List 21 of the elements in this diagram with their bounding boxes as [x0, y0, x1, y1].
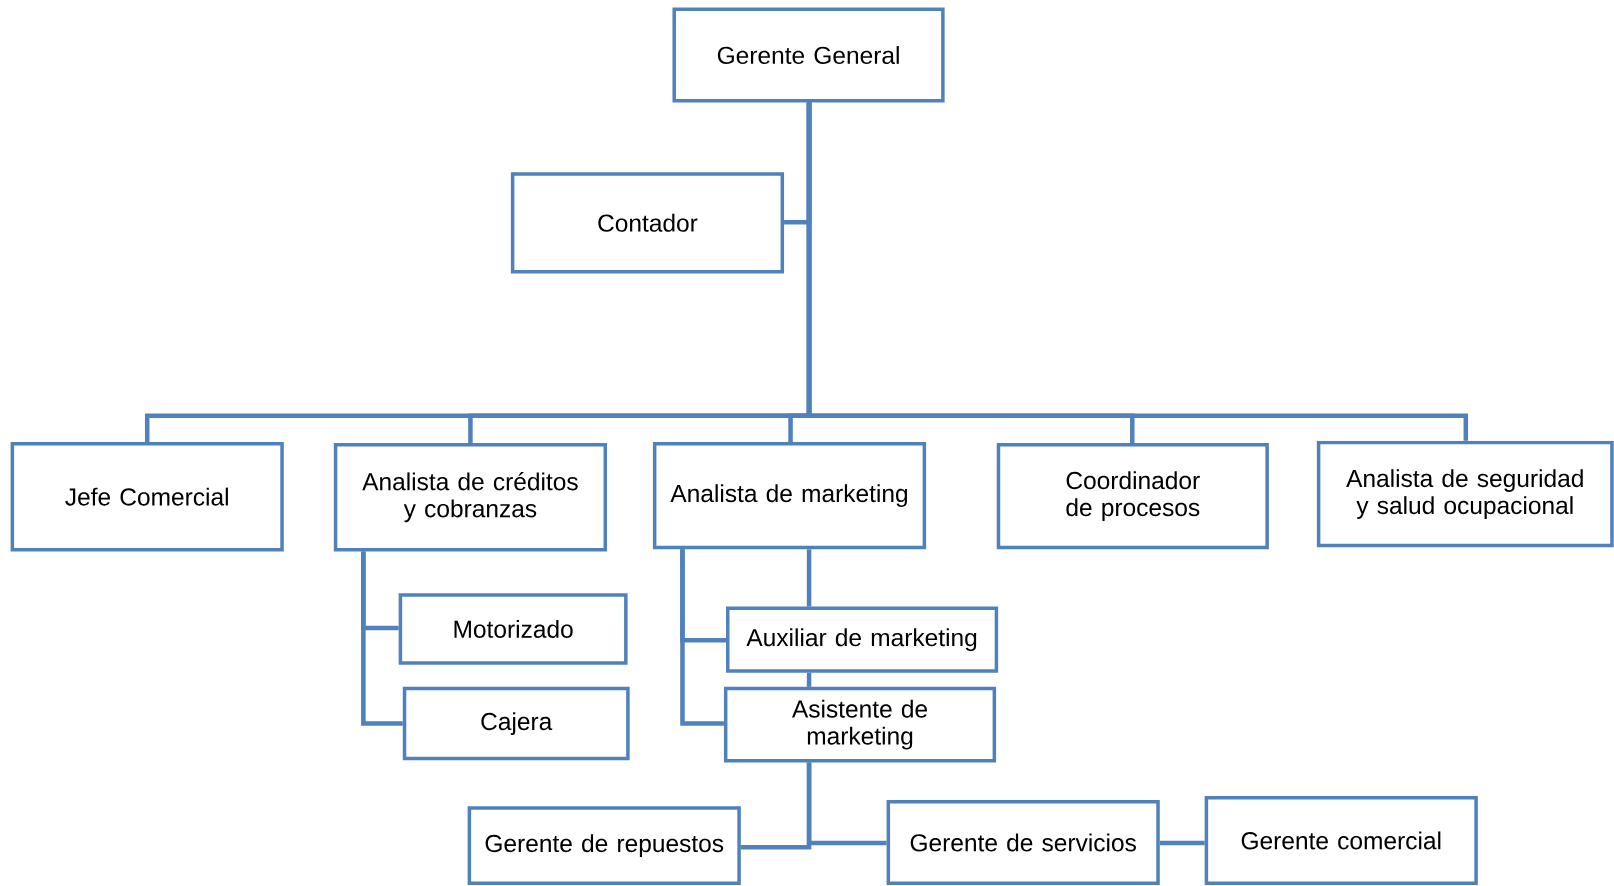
position-box: Jefe Comercial: [10, 441, 284, 552]
position-box: Motorizado: [398, 593, 628, 665]
connector-line: [806, 549, 812, 607]
position-box: Auxiliar de marketing: [726, 606, 999, 673]
connector-line: [1159, 840, 1205, 846]
connector-line: [806, 762, 887, 846]
position-box: Coordinador de procesos: [996, 442, 1269, 550]
connector-line: [680, 549, 724, 726]
position-box: Asistente de marketing: [723, 686, 997, 763]
position-box: Analista de marketing: [652, 441, 927, 550]
position-box: Analista de seguridad y salud ocupacional: [1316, 440, 1614, 548]
position-box: Gerente de servicios: [886, 800, 1160, 885]
position-box: Gerente comercial: [1204, 796, 1478, 885]
position-box: Gerente General: [672, 7, 945, 103]
position-box: Analista de créditos y cobranzas: [333, 442, 607, 552]
connector-line: [361, 551, 403, 726]
connector-line: [806, 672, 812, 687]
position-box: Cajera: [402, 686, 630, 761]
position-box: Gerente de repuestos: [467, 806, 741, 885]
connector-line: [806, 102, 1469, 441]
position-box: Contador: [510, 172, 785, 274]
